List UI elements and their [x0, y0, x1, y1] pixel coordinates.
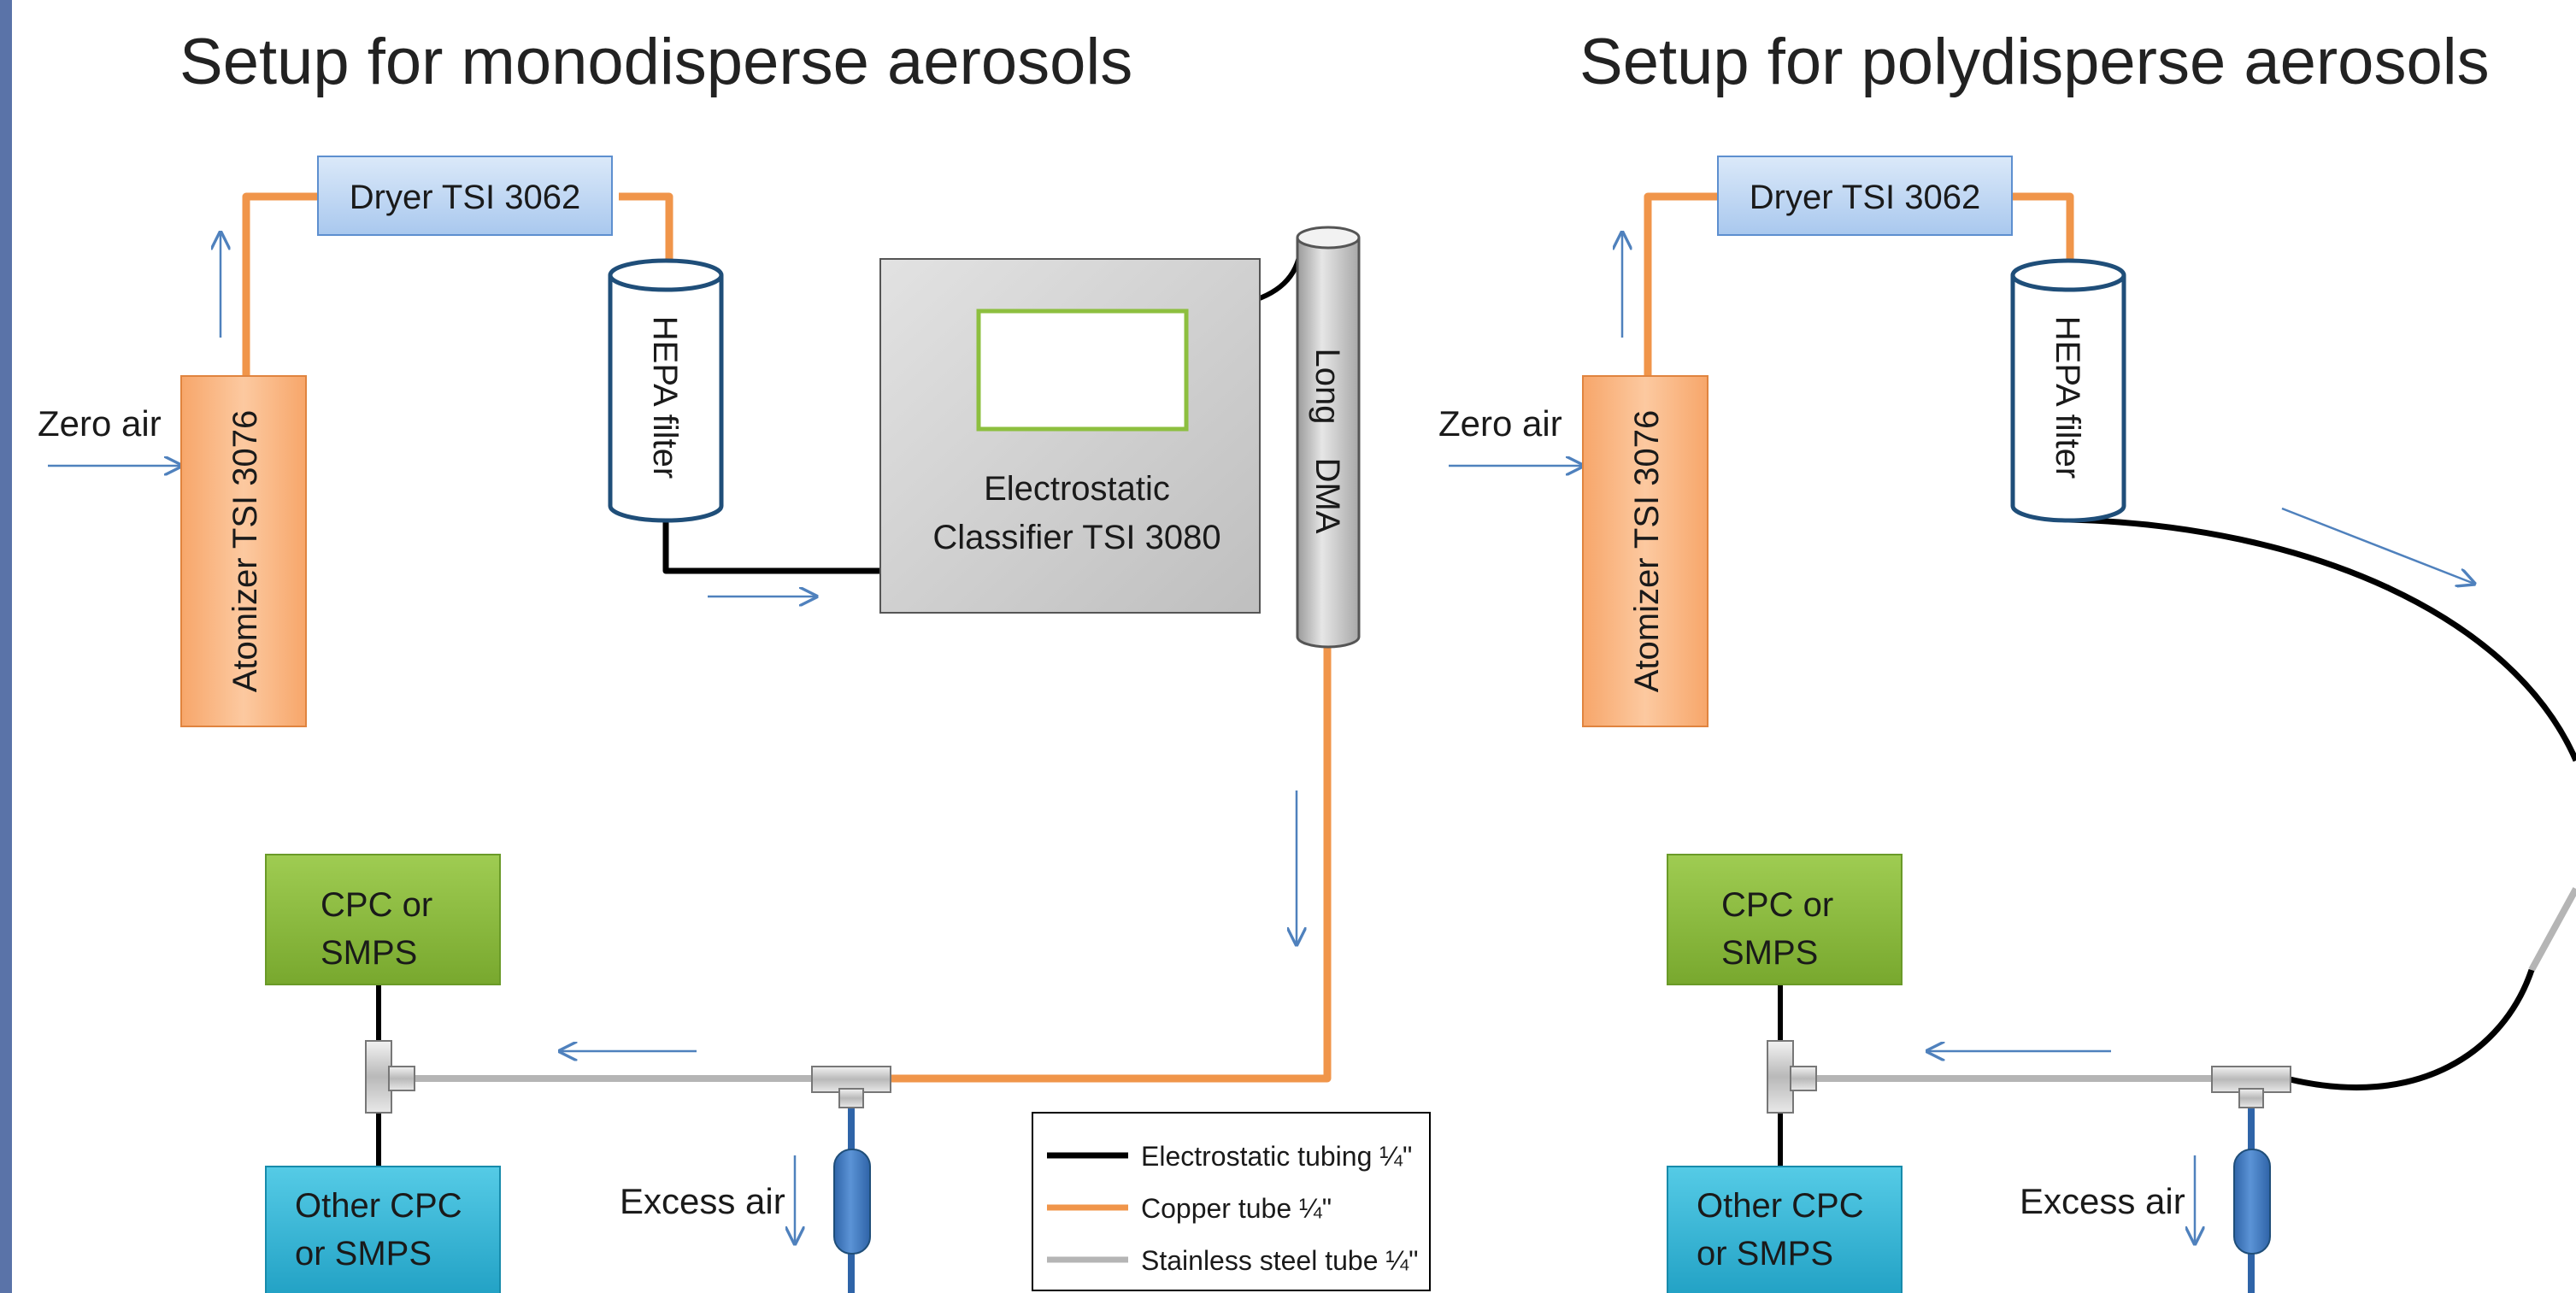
other-cpc-label-line2: or SMPS	[295, 1235, 432, 1272]
excess-air-filter-r	[2233, 1149, 2271, 1255]
dryer[interactable]: Dryer TSI 3062	[317, 156, 613, 236]
cpc-label-line2-r: SMPS	[1721, 934, 1818, 972]
dryer-r[interactable]: Dryer TSI 3062	[1717, 156, 2013, 236]
dma-label-line2: DMA	[1309, 458, 1346, 534]
zero-air-label: Zero air	[38, 403, 162, 444]
dryer-label-r: Dryer TSI 3062	[1750, 179, 1981, 216]
zero-air-label-r: Zero air	[1438, 403, 1562, 444]
legend-label-steel: Stainless steel tube ¼"	[1141, 1245, 1418, 1276]
copper-tube-atomizer-to-dryer-r	[1644, 192, 1720, 376]
cpc-label-line1-r: CPC or	[1721, 886, 1833, 924]
cpc-label-line2: SMPS	[321, 934, 417, 972]
electrostatic-tube-hepa-to-classifier	[662, 520, 880, 574]
hepa-filter-label-r: HEPA filter	[2049, 316, 2086, 479]
dryer-label: Dryer TSI 3062	[350, 179, 581, 216]
electrostatic-tube-hepa-to-tee-r	[2067, 516, 2576, 762]
steel-tube-edge-segment-r	[2528, 887, 2576, 972]
excess-air-filter	[833, 1149, 871, 1255]
copper-tube-dma-to-tee	[889, 648, 1332, 1083]
left-flow-arrows	[48, 232, 1297, 1243]
cpc-or-smps-r[interactable]: CPC or SMPS	[1667, 854, 1903, 985]
right-tubing	[1644, 192, 2576, 1293]
tee-fitting-excess-r	[2211, 1066, 2291, 1108]
classifier-label-line1: Electrostatic	[984, 470, 1170, 508]
copper-tube-atomizer-to-dryer	[242, 192, 318, 376]
left-panel: Setup for monodisperse aerosols Zero air	[38, 26, 1431, 1293]
cpc-or-smps[interactable]: CPC or SMPS	[265, 854, 501, 985]
other-cpc-label-line1: Other CPC	[295, 1187, 462, 1225]
right-panel-title: Setup for polydisperse aerosols	[1579, 26, 2490, 98]
legend: Electrostatic tubing ¼" Copper tube ¼" S…	[1032, 1112, 1431, 1291]
copper-tube-dryer-to-hepa-r	[2013, 192, 2074, 263]
atomizer-label-r: Atomizer TSI 3076	[1628, 410, 1666, 693]
hepa-filter-r[interactable]: HEPA filter	[2010, 258, 2126, 523]
classifier-display-screen	[976, 309, 1189, 432]
cpc-label-line1: CPC or	[321, 886, 432, 924]
tee-fitting-excess	[811, 1066, 891, 1108]
left-tubing	[242, 192, 1332, 1293]
electrostatic-tube-curve-to-tee-r	[2285, 968, 2535, 1091]
other-cpc-label-line2-r: or SMPS	[1697, 1235, 1833, 1272]
hepa-filter[interactable]: HEPA filter	[608, 258, 724, 523]
left-panel-title: Setup for monodisperse aerosols	[179, 26, 1132, 98]
tee-fitting-cpc-r	[1767, 1040, 1817, 1114]
right-panel: Setup for polydisperse aerosols Zero air	[1438, 26, 2576, 1293]
atomizer[interactable]: Atomizer TSI 3076	[180, 375, 307, 727]
other-cpc-label-line1-r: Other CPC	[1697, 1187, 1864, 1225]
atomizer-r[interactable]: Atomizer TSI 3076	[1582, 375, 1709, 727]
atomizer-label: Atomizer TSI 3076	[226, 410, 264, 693]
copper-tube-dryer-to-hepa	[619, 192, 673, 263]
long-dma[interactable]: Long DMA	[1296, 226, 1361, 649]
right-flow-arrows	[1449, 232, 2474, 1243]
other-cpc-or-smps[interactable]: Other CPC or SMPS	[265, 1166, 501, 1293]
excess-air-label: Excess air	[620, 1181, 785, 1221]
dma-label-line1: Long	[1309, 349, 1346, 425]
other-cpc-or-smps-r[interactable]: Other CPC or SMPS	[1667, 1166, 1903, 1293]
arrow-hepa-outflow-r	[2281, 507, 2474, 584]
tee-fitting-cpc	[365, 1040, 415, 1114]
legend-label-copper: Copper tube ¼"	[1141, 1193, 1332, 1224]
hepa-filter-label: HEPA filter	[646, 316, 684, 479]
legend-label-electrostatic: Electrostatic tubing ¼"	[1141, 1141, 1412, 1172]
slide-side-bar	[0, 0, 12, 1293]
electrostatic-classifier[interactable]: Electrostatic Classifier TSI 3080	[879, 258, 1261, 614]
excess-air-label-r: Excess air	[2020, 1181, 2185, 1221]
classifier-label-line2: Classifier TSI 3080	[932, 519, 1220, 556]
